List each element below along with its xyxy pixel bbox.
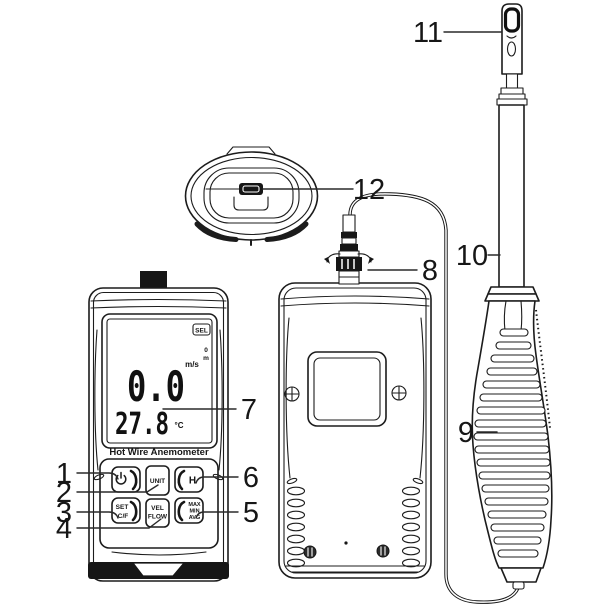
leader-line-2 [76,484,159,493]
rotate-arrow-left-icon [324,253,341,264]
sensor-window [503,7,521,33]
callouts: 1 2 3 4 5 6 7 8 9 10 11 12 [56,17,502,545]
min-label: MIN [189,509,199,515]
front-base [88,562,229,579]
button-panel: UNIT H SET C/F VEL FLOW MAX [99,458,219,549]
cf-label: C/F [118,513,129,520]
set-label: SET [116,504,129,511]
handle-base-cap [500,567,542,583]
callout-3: 3 [56,497,72,529]
callout-5: 5 [243,497,259,529]
callout-10: 10 [456,240,488,272]
callout-9: 9 [458,417,474,449]
lcd-display: SEL 0 m 0.0 m/s 27.8 °C [101,313,218,449]
leader-line-3 [76,511,119,519]
screw-cross-icon [284,386,300,402]
power-icon [115,471,127,485]
leader-line-4 [76,518,162,529]
avg-label: AVG [189,515,201,521]
battery-screw [376,544,390,558]
set-cf-button: SET C/F [111,497,141,524]
lock-collar [336,257,362,271]
unit-button-label: UNIT [150,478,165,485]
lcd-speed-unit: m/s [185,360,199,369]
callout-12: 12 [353,174,385,206]
connection-cable [348,192,520,604]
sel-badge-label: SEL [195,328,208,335]
max-min-avg-button: MAX MIN AVG [174,497,204,524]
sel-badge [192,323,211,336]
stand-notch [131,562,186,577]
port-recess [233,196,269,211]
probe-connector [324,214,374,285]
leader-line-6 [195,476,239,484]
left-grip-ribs [286,486,306,568]
vel-label: VEL [151,505,164,512]
flow-label: FLOW [148,514,168,521]
back-view [278,214,432,579]
callout-2: 2 [56,477,72,509]
screw-cross-icon [391,385,407,401]
callout-6: 6 [243,462,259,494]
callout-11: 11 [413,17,443,49]
probe-handle [471,300,553,590]
lcd-temp-unit: °C [175,421,184,430]
sensor-opening [506,41,517,57]
probe-assembly [471,3,553,590]
right-grip-seam [218,329,223,471]
leader-line-5 [195,511,239,519]
battery-screw [303,545,317,559]
usb-port-icon [239,183,263,195]
callout-8: 8 [422,255,438,287]
power-button [111,466,141,493]
lcd-speed-value: 0.0 [127,362,185,411]
probe-shaft [498,104,525,288]
handle-grip-ribs [473,328,551,558]
vel-flow-button: VEL FLOW [145,498,170,528]
rotate-arrow-right-icon [357,253,374,264]
cable-boot [512,581,525,590]
callout-4: 4 [56,513,72,545]
callout-7: 7 [241,394,257,426]
device-title: Hot Wire Anemometer [109,447,209,458]
back-body [278,282,432,579]
probe-socket-top [140,271,167,290]
lcd-temp-value: 27.8 [115,407,169,442]
hold-button-label: H [189,476,196,487]
lcd-mini-top: 0 [204,347,208,354]
hold-button: H [174,466,204,493]
unit-button: UNIT [145,465,170,496]
back-window [307,351,387,427]
front-view: SEL 0 m 0.0 m/s 27.8 °C Hot Wire Anemome… [88,271,229,582]
max-label: MAX [188,502,201,508]
probe-sensor-head [501,3,523,75]
callout-1: 1 [56,458,72,490]
leader-line-1 [76,472,119,480]
bottom-view [184,146,319,246]
left-grip-seam [94,329,99,471]
lcd-mini-bottom: m [203,355,209,362]
right-grip-ribs [401,486,421,568]
